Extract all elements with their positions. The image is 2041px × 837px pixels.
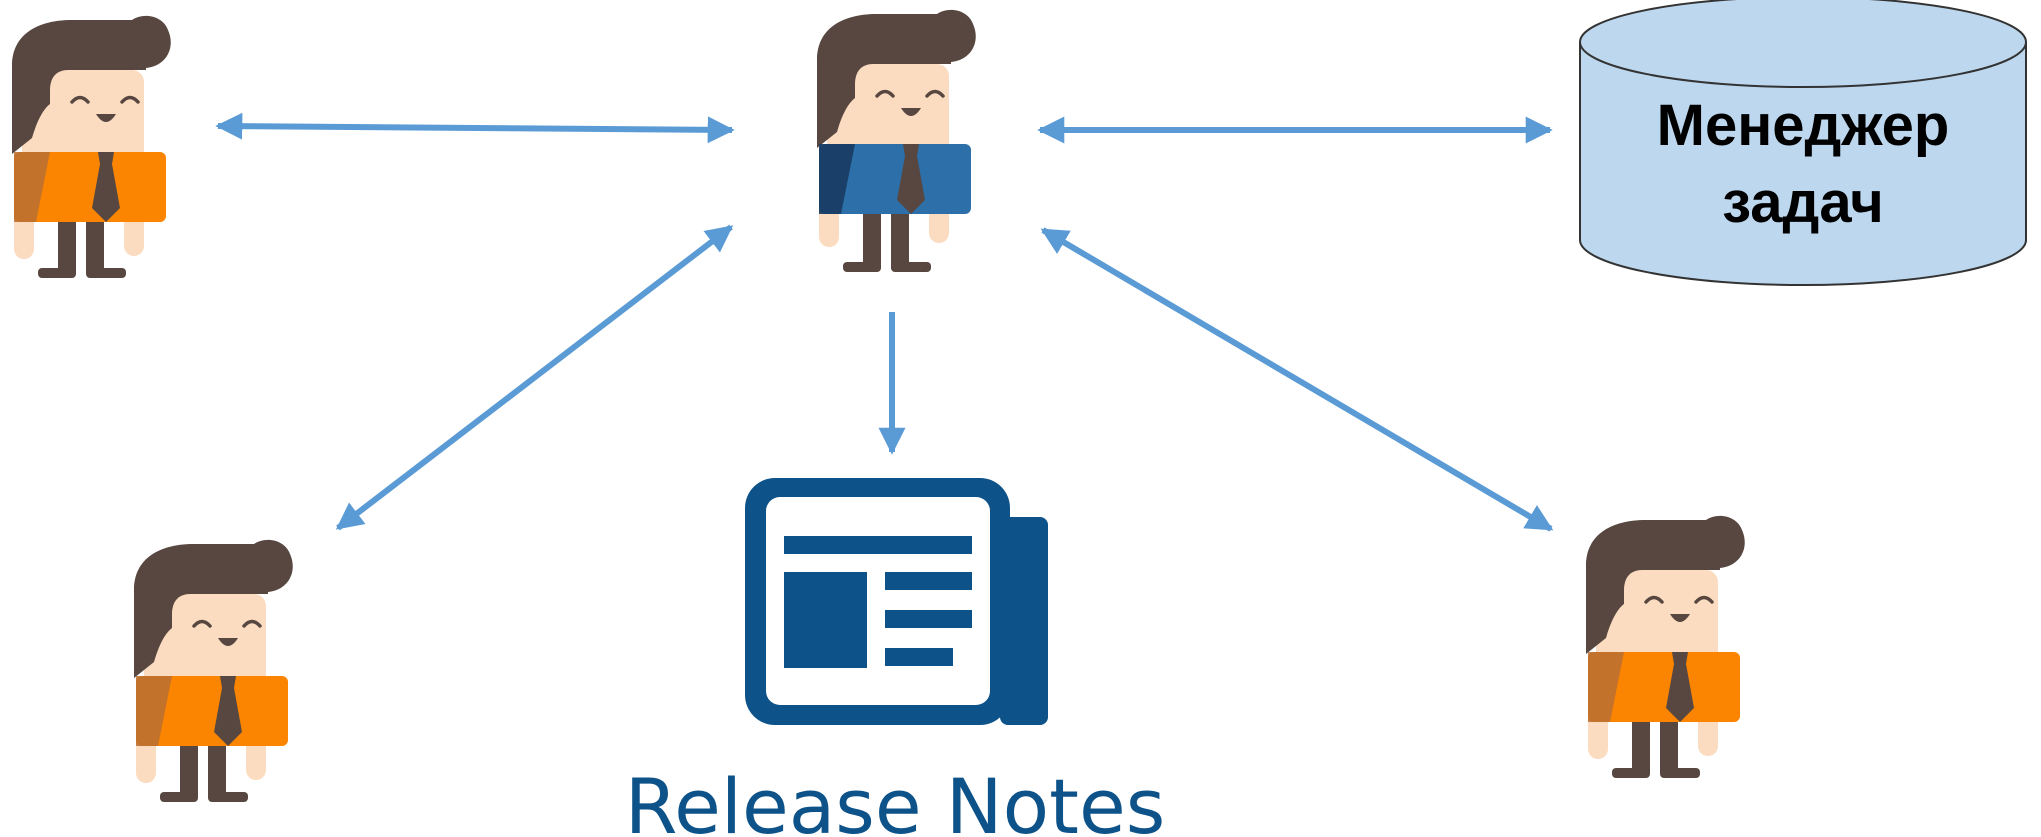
arrow-lead-to-member-bottom-left xyxy=(335,224,734,531)
arrow-lead-to-member-left xyxy=(215,112,735,144)
release-notes: Release Notes xyxy=(625,478,1166,837)
team-member-top-left xyxy=(10,14,173,280)
arrow-lead-to-member-bottom-right xyxy=(1040,227,1554,532)
task-manager-label-line1: Менеджер xyxy=(1657,93,1950,158)
person-icon xyxy=(10,14,173,280)
release-notes-label: Release Notes xyxy=(625,762,1166,837)
newspaper-icon xyxy=(745,478,1048,725)
person-icon xyxy=(132,538,295,804)
team-member-bottom-right xyxy=(1584,514,1747,780)
task-manager-label-line2: задач xyxy=(1722,170,1884,235)
person-icon xyxy=(817,9,976,272)
team-lead xyxy=(817,9,976,272)
person-icon xyxy=(1584,514,1747,780)
task-manager-database: Менеджер задач xyxy=(1579,0,2027,286)
team-member-bottom-left xyxy=(132,538,295,804)
cylinder-icon xyxy=(1579,0,2027,286)
